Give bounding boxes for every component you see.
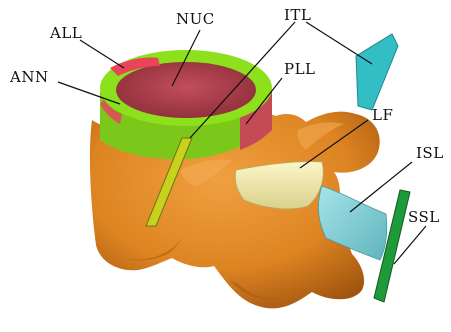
label-ann: ANN	[9, 68, 49, 86]
nucleus-pulposus	[116, 62, 256, 118]
all-leader-line	[80, 40, 124, 68]
label-itl: ITL	[284, 6, 311, 24]
itl-leader-line-right	[306, 22, 372, 64]
ligamentum-flavum	[235, 162, 323, 209]
label-ssl: SSL	[408, 208, 440, 226]
label-pll: PLL	[284, 60, 316, 78]
label-isl: ISL	[416, 144, 444, 162]
label-nuc: NUC	[176, 10, 215, 28]
itl-ligament-right	[356, 34, 398, 110]
label-all: ALL	[49, 24, 82, 42]
label-lf: LF	[372, 106, 393, 124]
